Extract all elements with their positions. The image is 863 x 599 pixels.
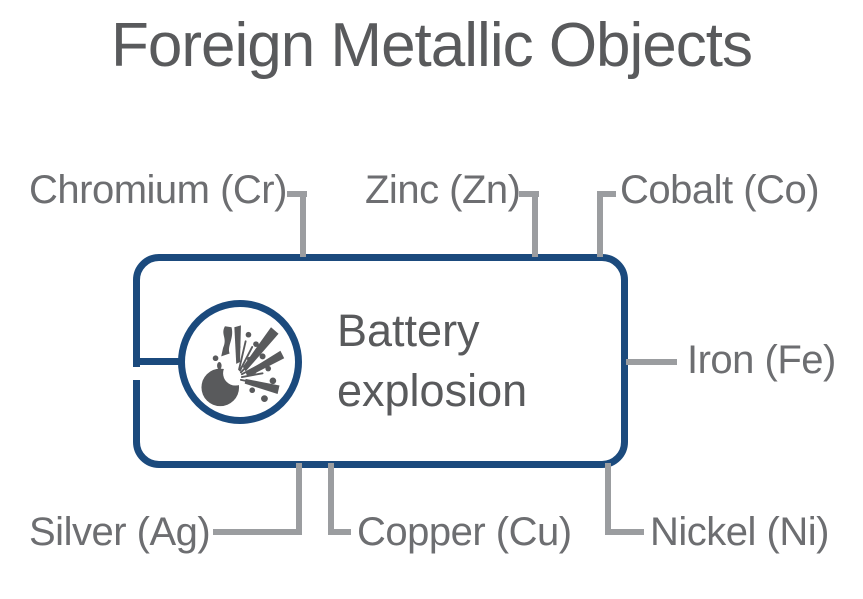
label-nickel: Nickel (Ni) [650,510,829,554]
chromium-connector-h [287,191,307,197]
copper-connector-h [328,529,351,535]
zinc-connector-v [532,191,538,257]
page-title: Foreign Metallic Objects [110,11,753,80]
left-border-gap [131,367,142,380]
explosion-icon-circle [178,300,302,424]
label-cobalt: Cobalt (Co) [620,168,820,212]
nickel-connector-h [605,529,644,535]
explosion-icon [201,325,285,407]
label-chromium: Chromium (Cr) [29,168,287,212]
copper-connector-v [328,463,334,535]
label-iron: Iron (Fe) [687,338,836,382]
iron-connector-h [626,359,677,365]
label-zinc: Zinc (Zn) [365,168,521,212]
cobalt-connector-h [597,191,616,197]
battery-explosion-label: Battery explosion [337,305,528,416]
nickel-connector-v [605,463,611,535]
chromium-connector-v [300,191,306,257]
zinc-connector-h [519,191,539,197]
label-silver: Silver (Ag) [29,510,211,554]
silver-connector-v [296,463,302,535]
silver-connector-h [213,529,302,535]
label-copper: Copper (Cu) [357,510,572,554]
cobalt-connector-v [597,191,603,257]
circle-connector-line [136,358,188,365]
